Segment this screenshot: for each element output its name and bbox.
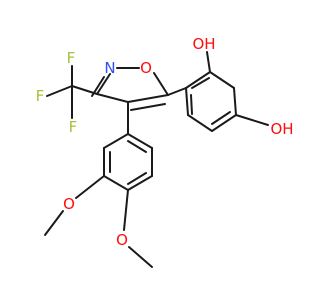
atom-oh-right: OH bbox=[270, 120, 293, 138]
bond-36 bbox=[128, 246, 153, 268]
bond-5 bbox=[127, 94, 169, 103]
bond-4 bbox=[96, 93, 129, 103]
bond-19 bbox=[211, 111, 231, 125]
bond-0 bbox=[96, 73, 111, 95]
bond-33 bbox=[75, 175, 105, 199]
bond-21 bbox=[206, 51, 211, 73]
atom-f-top: F bbox=[67, 49, 76, 67]
bond-9 bbox=[46, 85, 73, 97]
bond-18 bbox=[191, 77, 210, 89]
atom-ring-o: O bbox=[140, 59, 152, 77]
bond-11 bbox=[167, 87, 187, 96]
bond-34 bbox=[44, 210, 64, 236]
bond-24 bbox=[103, 133, 129, 149]
atom-ring-n: N bbox=[104, 59, 115, 77]
bond-29 bbox=[127, 133, 153, 149]
bond-6 bbox=[130, 103, 166, 111]
bond-22 bbox=[235, 114, 269, 126]
bond-31 bbox=[127, 172, 147, 185]
bond-13 bbox=[209, 71, 235, 89]
atom-labels: N O F F F OH OH O O bbox=[36, 35, 294, 249]
bond-16 bbox=[187, 114, 213, 132]
bond-3 bbox=[153, 72, 169, 96]
atom-ome-2: O bbox=[116, 231, 128, 249]
bond-32 bbox=[127, 140, 147, 153]
atom-f-bottom: F bbox=[69, 118, 78, 136]
atom-f-left: F bbox=[36, 87, 45, 105]
atom-ome-1: O bbox=[63, 195, 75, 213]
bond-lines bbox=[44, 51, 269, 268]
bond-17 bbox=[185, 87, 189, 116]
bond-26 bbox=[103, 175, 129, 191]
bond-7 bbox=[71, 85, 98, 95]
bond-20 bbox=[190, 94, 193, 115]
atom-oh-top: OH bbox=[192, 35, 215, 53]
bond-35 bbox=[123, 189, 129, 231]
bond-27 bbox=[127, 175, 153, 191]
structure-canvas: N O F F F OH OH O O bbox=[35, 35, 294, 268]
molecule-structure: N O F F F OH OH O O bbox=[36, 35, 294, 268]
bond-14 bbox=[233, 87, 237, 116]
bond-15 bbox=[211, 114, 237, 132]
bond-12 bbox=[185, 71, 211, 89]
